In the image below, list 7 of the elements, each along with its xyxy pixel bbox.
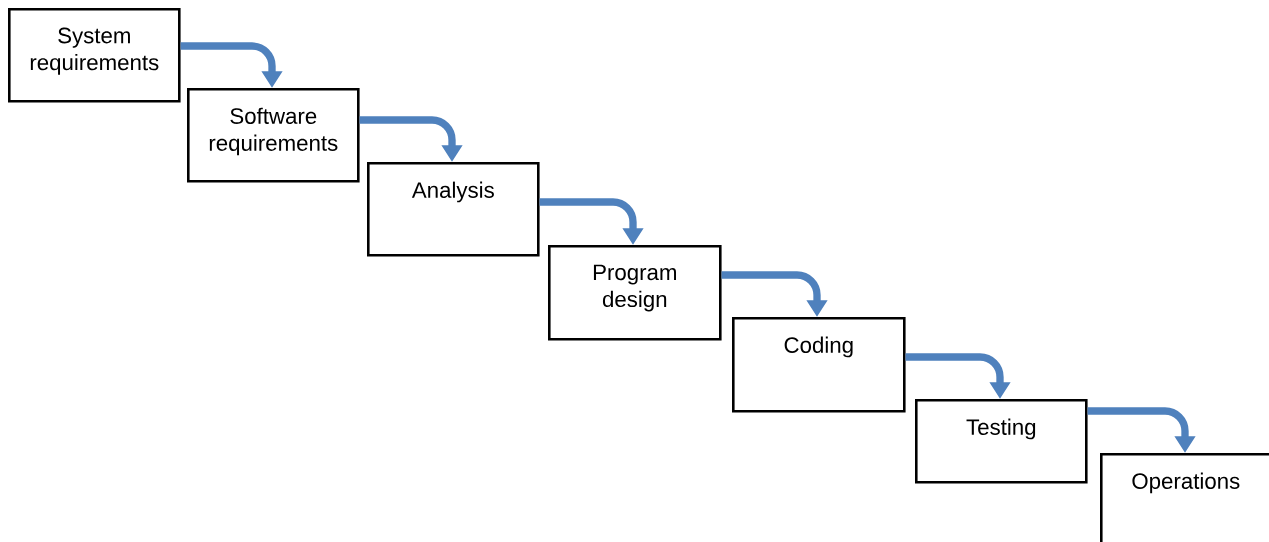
- process-box: Testing: [915, 399, 1088, 484]
- process-box: Coding: [732, 317, 906, 413]
- process-box: System requirements: [8, 8, 181, 103]
- process-box: Software requirements: [187, 88, 360, 183]
- process-box: Analysis: [367, 162, 540, 257]
- process-box: Program design: [548, 245, 722, 341]
- process-box: Operations: [1100, 453, 1269, 542]
